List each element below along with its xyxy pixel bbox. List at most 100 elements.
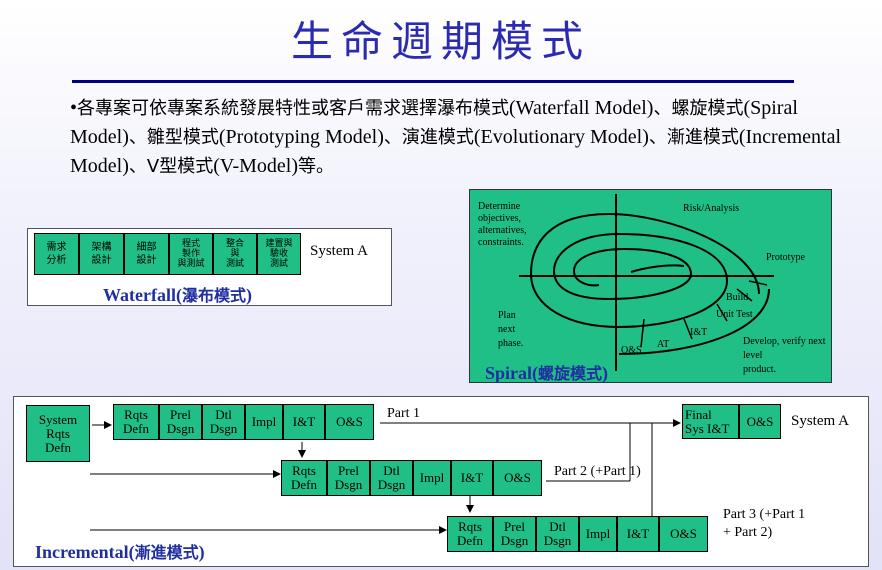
- waterfall-phases: 需求分析架構設計細部設計程式製作與測試整合與測試建置與驗收測試: [34, 233, 301, 275]
- increment-phase-text: O&S: [336, 414, 363, 429]
- intro-segment: 、演進模式: [383, 127, 474, 148]
- part3-label: Part 3 (+Part 1+ Part 2): [723, 507, 806, 540]
- spiral-tick-2: [683, 318, 693, 340]
- waterfall-phase-text: 驗收: [269, 249, 288, 259]
- spiral-caption: Spiral(螺旋模式): [485, 363, 609, 383]
- waterfall-phase-box: 細部設計: [124, 233, 169, 275]
- spiral-tick-1: [640, 318, 645, 348]
- increment-phase-text: O&S: [670, 526, 697, 541]
- increment-phase-text: Dsgn: [209, 421, 238, 436]
- increment-phase-box: I&T: [451, 460, 493, 496]
- increment-phase-text: I&T: [292, 414, 316, 429]
- spiral-os-label: O&S: [621, 345, 642, 356]
- part2-label: Part 2 (+Part 1): [554, 464, 641, 479]
- waterfall-phase-text: 整合: [225, 239, 244, 249]
- intro-segment: 、螺旋模式: [653, 98, 744, 119]
- increment-phase-box: Impl: [413, 460, 451, 496]
- increment-phase-text: Impl: [419, 470, 445, 485]
- increment-phase-text: Defn: [457, 533, 483, 548]
- waterfall-phase-text: 分析: [46, 255, 67, 266]
- intro-segment: (Evolutionary Model): [473, 126, 649, 148]
- increment-phase-text: Dsgn: [500, 533, 529, 548]
- spiral-inner-arc: [630, 264, 685, 273]
- waterfall-phase-text: 測試: [269, 259, 288, 269]
- spiral-tick-5: [748, 280, 768, 286]
- intro-segment: (Waterfall Model): [509, 97, 654, 119]
- intro-paragraph: •各專案可依專案系統發展特性或客戶需求選擇瀑布模式(Waterfall Mode…: [70, 94, 850, 181]
- increment-phase-text: Dsgn: [377, 477, 406, 492]
- increment-phase-text: Defn: [123, 421, 149, 436]
- increment-phase-text: Rqts: [124, 407, 148, 422]
- increment-phase-box: Impl: [579, 516, 617, 552]
- spiral-unit-test-label: Unit Test: [716, 309, 753, 320]
- intro-segment: (Incremental Model): [70, 126, 842, 177]
- increment-phase-text: Rqts: [458, 519, 482, 534]
- spiral-curve: [529, 212, 760, 329]
- waterfall-phase-box: 架構設計: [79, 233, 124, 275]
- waterfall-phase-box: 建置與驗收測試: [257, 233, 301, 275]
- waterfall-phase-text: 細部: [136, 242, 157, 253]
- increment-phase-text: Dtl: [215, 407, 232, 422]
- intro-segment: 、雛型模式: [128, 127, 219, 148]
- waterfall-phase-box: 程式製作與測試: [169, 233, 213, 275]
- intro-segment: (Spiral Model): [70, 97, 798, 148]
- increment-phase-box: O&S: [493, 460, 542, 496]
- waterfall-phase-text: 架構: [91, 242, 112, 253]
- intro-segment: (Prototyping Model): [218, 126, 384, 148]
- increment-phase-text: Dsgn: [543, 533, 572, 548]
- intro-bullet: •: [70, 97, 78, 119]
- increment-phase-text: I&T: [626, 526, 650, 541]
- waterfall-system-label: System A: [310, 243, 368, 259]
- intro-segment: (V-Model): [213, 155, 299, 177]
- waterfall-phase-text: 與: [230, 249, 240, 259]
- incremental-system-label: System A: [791, 413, 849, 429]
- incremental-caption: Incremental(漸進模式): [35, 542, 205, 562]
- increment-phase-text: Prel: [170, 407, 191, 422]
- waterfall-phase-text: 需求: [46, 242, 67, 253]
- increment-phase-text: Rqts: [292, 463, 316, 478]
- waterfall-phase-text: 程式: [181, 239, 200, 249]
- intro-segment: 、V型模式: [128, 156, 214, 177]
- spiral-outer-ring: [618, 288, 770, 355]
- increment-phase-text: Prel: [504, 519, 525, 534]
- waterfall-phase-box: 整合與測試: [213, 233, 257, 275]
- increment-phase-box: I&T: [617, 516, 659, 552]
- title-divider: [72, 80, 794, 83]
- increment-phase-text: Dtl: [383, 463, 400, 478]
- waterfall-caption: Waterfall(瀑布模式): [103, 285, 252, 305]
- spiral-build-label: Build: [726, 292, 748, 303]
- increment-phase-text: I&T: [460, 470, 484, 485]
- spiral-prototype-label: Prototype: [766, 252, 805, 263]
- increment-phase-text: Dtl: [549, 519, 566, 534]
- spiral-tick-3: [716, 303, 728, 322]
- waterfall-phase-text: 製作: [181, 249, 200, 259]
- waterfall-phase-text: 建置與: [265, 239, 293, 249]
- increment-phase-text: Dsgn: [334, 477, 363, 492]
- increment-phase-box: Impl: [245, 404, 283, 440]
- increment-phase-box: O&S: [659, 516, 708, 552]
- part1-label: Part 1: [387, 406, 421, 421]
- increment-phase-box: I&T: [283, 404, 325, 440]
- page-title: 生命週期模式: [290, 17, 591, 66]
- increment-phase-text: Impl: [251, 414, 277, 429]
- spiral-panel: [469, 189, 832, 383]
- increment-phase-text: Defn: [291, 477, 317, 492]
- spiral-tick-4: [736, 288, 753, 302]
- spiral-at-label: AT: [657, 339, 669, 350]
